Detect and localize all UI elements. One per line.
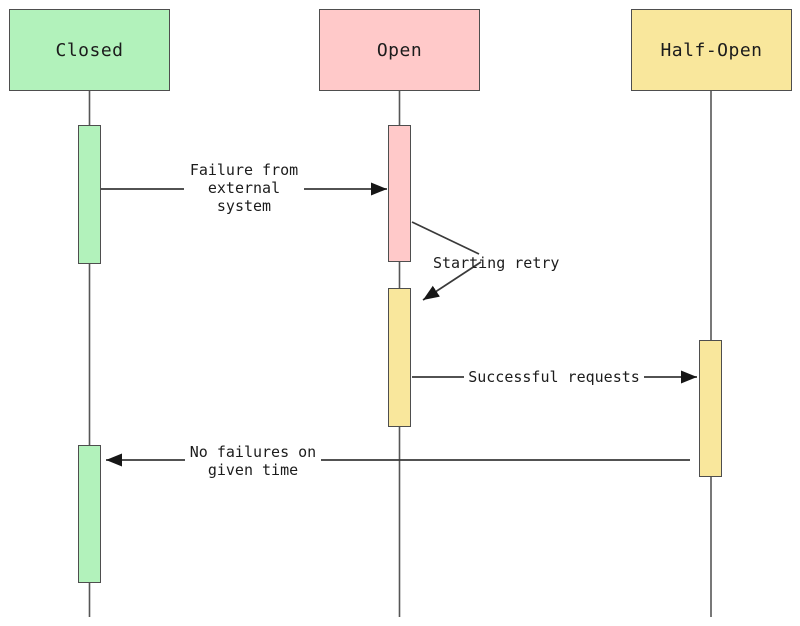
actor-box-closed: Closed [9, 9, 170, 91]
message-label-no-failures: No failures on given time [185, 443, 321, 479]
message-line-starting-retry-in [422, 261, 482, 301]
message-label-failure: Failure from external system [184, 161, 304, 215]
actor-label-closed: Closed [55, 39, 124, 61]
activation-bar-open-1 [388, 125, 411, 262]
message-line-starting-retry-out [411, 221, 480, 255]
actor-label-half-open: Half-Open [660, 39, 763, 61]
message-label-successful: Successful requests [464, 368, 644, 386]
actor-label-open: Open [376, 39, 423, 61]
activation-bar-closed-1 [78, 125, 101, 264]
actor-box-half-open: Half-Open [631, 9, 792, 91]
message-label-starting-retry: Starting retry [433, 254, 560, 272]
activation-bar-open-2 [388, 288, 411, 427]
activation-bar-closed-2 [78, 445, 101, 583]
actor-box-open: Open [319, 9, 480, 91]
activation-bar-half-open [699, 340, 722, 477]
